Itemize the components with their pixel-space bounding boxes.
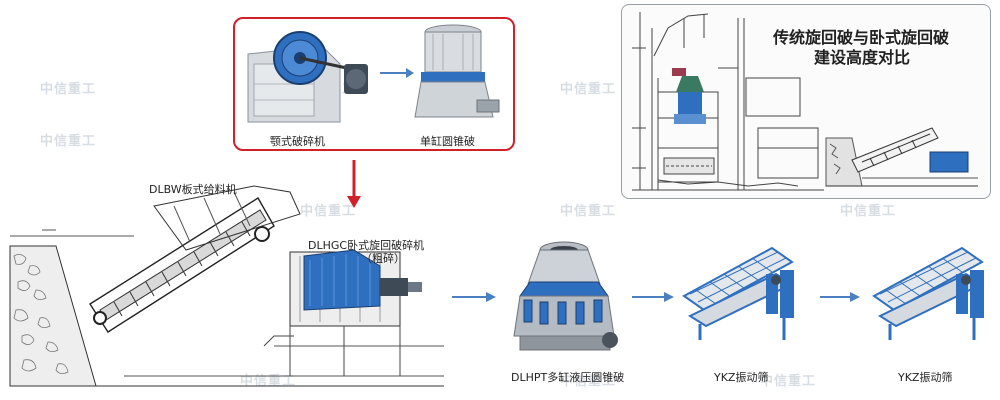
horizontal-gyratory-sublabel: （粗碎） xyxy=(361,252,405,265)
comparison-title-line2: 建设高度对比 xyxy=(814,48,911,67)
jaw-crusher-image xyxy=(247,31,368,123)
feeder-and-gyratory-drawing xyxy=(9,185,444,387)
jaw-crusher-label: 颚式破碎机 xyxy=(270,135,325,148)
watermark: 中信重工 xyxy=(240,374,297,389)
vibrating-screen-2-image xyxy=(872,246,985,340)
watermark: 中信重工 xyxy=(840,204,897,219)
multi-cylinder-cone-image xyxy=(513,241,618,351)
arrow-to-screen-1 xyxy=(632,292,674,302)
arrow-to-screen-2 xyxy=(820,292,860,302)
horizontal-gyratory-label: DLHGC卧式旋回破碎机 xyxy=(308,239,425,252)
comparison-title-line1: 传统旋回破与卧式旋回破 xyxy=(773,28,950,47)
plate-feeder-label: DLBW板式给料机 xyxy=(149,183,237,196)
watermark: 中信重工 xyxy=(40,82,97,97)
vibrating-screen-1-label: YKZ振动筛 xyxy=(714,371,769,384)
watermark: 中信重工 xyxy=(40,134,97,149)
arrow-to-cone-crusher xyxy=(452,292,496,302)
vibrating-screen-2-label: YKZ振动筛 xyxy=(898,371,953,384)
red-down-arrow xyxy=(347,160,361,208)
traditional-gyratory-drawing xyxy=(632,12,824,191)
horizontal-gyratory-drawing xyxy=(825,127,978,187)
vibrating-screen-1-image xyxy=(682,246,795,340)
single-cylinder-cone-image xyxy=(414,24,500,118)
watermark: 中信重工 xyxy=(300,204,357,219)
multi-cylinder-cone-label: DLHPT多缸液压圆锥破 xyxy=(511,371,625,384)
watermark: 中信重工 xyxy=(560,204,617,219)
watermark: 中信重工 xyxy=(560,82,617,97)
arrow-jaw-to-cone xyxy=(380,68,414,78)
watermark: 中信重工 xyxy=(760,374,817,389)
primary-crusher-box xyxy=(233,17,515,151)
single-cylinder-cone-label: 单缸圆锥破 xyxy=(420,135,475,148)
watermark: 中信重工 xyxy=(560,374,617,389)
